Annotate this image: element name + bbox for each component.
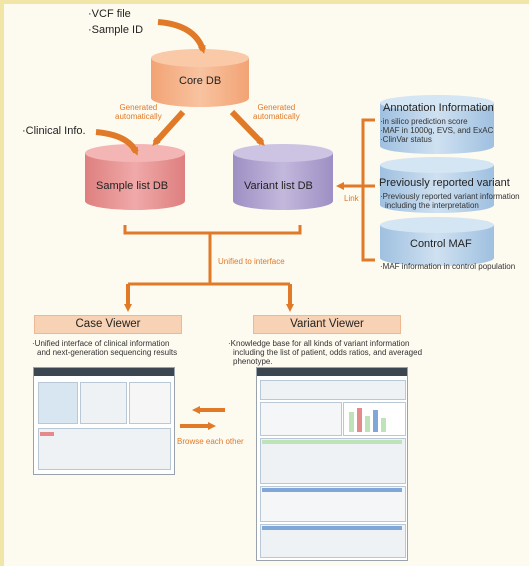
core-db-cylinder [151,49,249,107]
variant-shot-pheno-header [262,526,402,530]
core-db-label: Core DB [179,75,222,87]
case-desc-line-1: Unified interface of clinical informatio… [32,339,177,348]
case-viewer-header: Case Viewer [34,315,182,334]
clinical-info-label: Clinical Info. [22,125,86,137]
control-maf-title: Control MAF [410,238,472,250]
annotation-bullets: in silico prediction score MAF in 1000g,… [380,117,494,144]
browse-label: Browse each other [177,437,244,446]
unified-bracket [123,225,302,235]
control-maf-bullet: MAF information in control population [380,262,516,271]
case-shot-highlight [40,432,54,436]
variant-shot-list-header [262,440,402,444]
variant-desc-line-1: Knowledge base for all kinds of variant … [228,339,422,348]
case-viewer-desc: Unified interface of clinical informatio… [32,339,177,357]
case-shot-variants [38,428,171,470]
previously-reported-cylinder [380,157,494,213]
sample-id-label: Sample ID [88,24,143,36]
variant-shot-bar-3 [365,416,370,432]
case-shot-titlebar [34,368,174,376]
variant-desc-line-2: including the list of patient, odds rati… [233,348,423,357]
annotation-bullet-2: MAF in 1000g, EVS, and ExAC [380,126,494,135]
variant-shot-bar-2 [357,408,362,432]
generated-left-label: Generated automatically [115,103,162,121]
generated-right-line1: Generated [257,103,296,112]
annotation-bullet-1: in silico prediction score [380,117,493,126]
previously-reported-line-2: including the interpretation [385,201,479,210]
case-shot-table [80,382,127,424]
variant-desc-line-3: phenotype. [233,357,273,366]
variant-viewer-desc: Knowledge base for all kinds of variant … [228,339,422,366]
generated-right-label: Generated automatically [253,103,300,121]
case-desc-line-2: and next-generation sequencing results [37,348,178,357]
core-to-sample-arrow [152,109,186,146]
variant-shot-bar-5 [381,418,386,432]
annotation-info-title: Annotation Information [383,102,494,114]
vcf-file-label: VCF file [88,8,131,20]
case-shot-panel [129,382,171,424]
variant-shot-header [260,380,406,400]
variant-shot-odds [260,486,406,522]
variant-list-db-label: Variant list DB [244,180,313,192]
previously-reported-title: Previously reported variant [379,177,510,189]
unified-label: Unified to interface [218,257,285,266]
variant-shot-info [260,402,342,436]
sample-list-db-cylinder [85,144,185,210]
generated-left-line1: Generated [119,103,158,112]
generated-left-line2: automatically [115,112,162,121]
generated-right-line2: automatically [253,112,300,121]
link-bracket [361,118,375,262]
variant-shot-odds-header [262,488,402,492]
clinical-to-sample-arrow [95,129,139,156]
variant-shot-bar-1 [349,412,354,432]
variant-shot-patient-list [260,438,406,484]
core-to-variant-arrow [229,109,265,146]
variant-list-db-cylinder [233,144,333,210]
annotation-bullet-3: ClinVar status [380,135,493,144]
variant-viewer-header: Variant Viewer [253,315,401,334]
control-maf-cylinder [380,217,494,266]
variant-viewer-screenshot [256,367,408,561]
previously-reported-desc: Previously reported variant information … [380,192,520,210]
link-label: Link [344,194,359,203]
sample-list-db-label: Sample list DB [96,180,169,192]
input-to-core-arrow [157,19,206,54]
case-viewer-screenshot [33,367,175,475]
variant-shot-bar-4 [373,410,378,432]
previously-reported-line-1: Previously reported variant information [380,192,520,201]
case-shot-pedigree [38,382,78,424]
variant-shot-titlebar [257,368,407,376]
